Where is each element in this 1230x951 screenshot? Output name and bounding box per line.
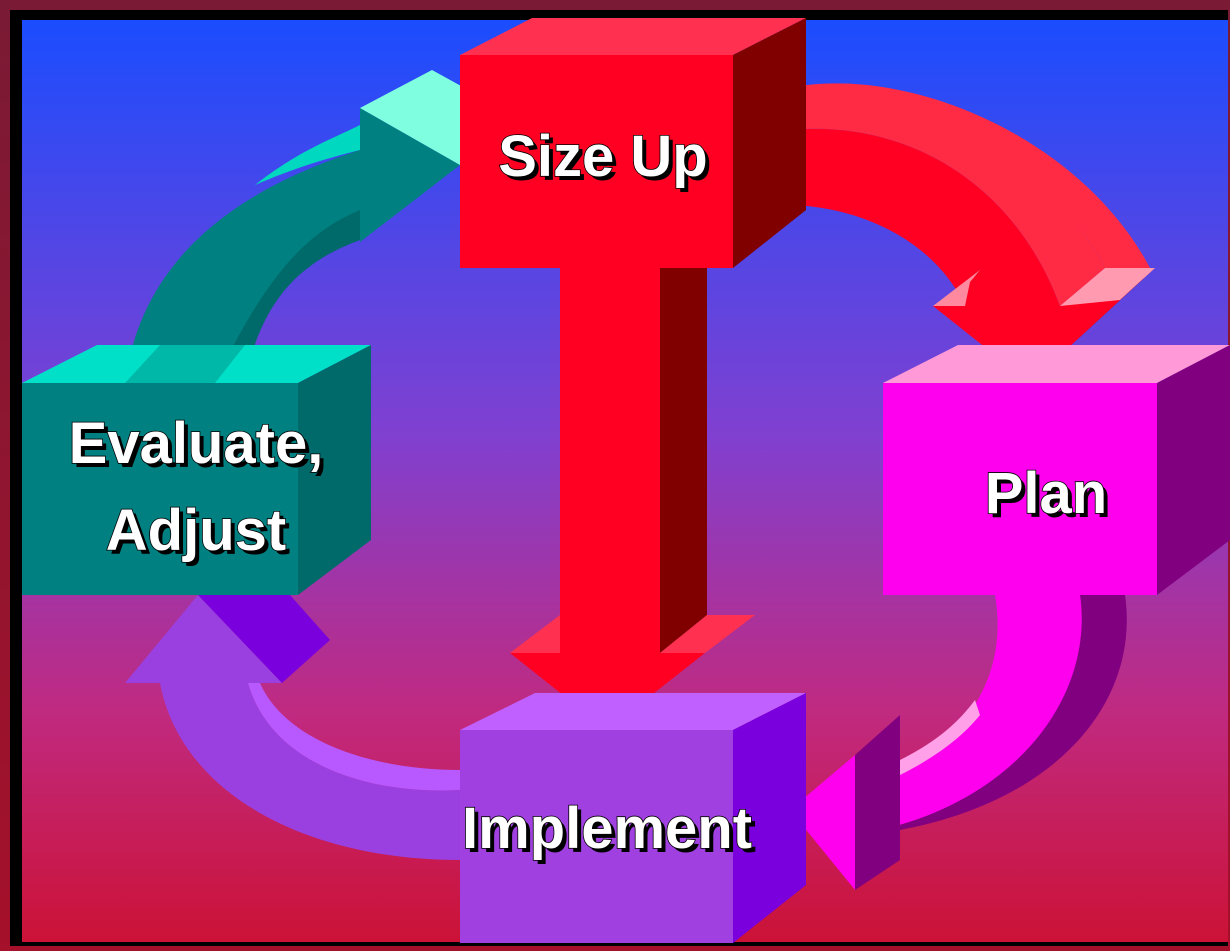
label-size-up-group: Size Up Size Up: [497, 123, 712, 193]
label-evaluate-adjust-group: Evaluate, Evaluate, Adjust Adjust: [68, 410, 328, 567]
label-size-up: Size Up: [498, 124, 708, 189]
label-plan-shadow: Plan: [989, 465, 1112, 530]
node-evaluate-adjust: [22, 345, 371, 595]
label-adjust-shadow: Adjust: [110, 502, 290, 567]
arrow-sizeup-to-implement: [510, 268, 755, 730]
node-size-up: [460, 18, 806, 268]
node-plan: [883, 345, 1230, 595]
label-size-up-shadow: Size Up: [502, 128, 712, 193]
label-plan: Plan: [985, 461, 1108, 526]
node-implement: [460, 693, 806, 943]
label-implement: Implement: [462, 796, 752, 861]
label-evaluate-shadow: Evaluate,: [73, 415, 328, 480]
arrow-sizeup-to-plan: [733, 83, 1155, 383]
label-adjust: Adjust: [106, 498, 286, 563]
arrow-plan-to-implement: [790, 595, 1127, 890]
label-implement-shadow: Implement: [466, 800, 756, 865]
arrow-implement-to-evaluate: [125, 595, 460, 860]
label-implement-group: Implement Implement: [461, 795, 756, 865]
label-plan-group: Plan Plan: [984, 460, 1112, 530]
label-evaluate: Evaluate,: [69, 411, 324, 476]
